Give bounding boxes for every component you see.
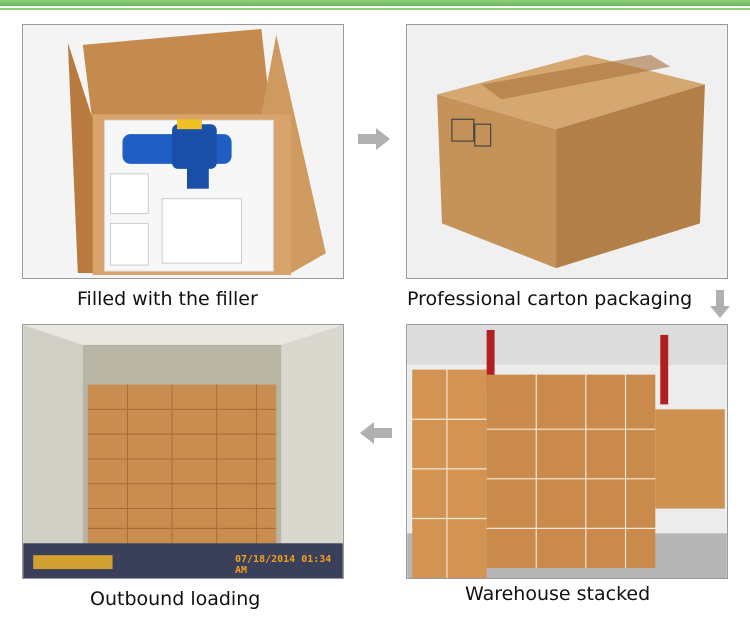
top-green-bar (0, 0, 750, 6)
timestamp: 07/18/2014 01:34 AM (235, 554, 332, 576)
container-loading-photo: 07/18/2014 01:34 AM (22, 324, 344, 579)
caption-filled: Filled with the filler (77, 288, 258, 310)
arrow-left-icon (360, 422, 392, 448)
arrow-down-icon (710, 290, 730, 322)
top-green-line (0, 8, 750, 10)
caption-warehouse: Warehouse stacked (465, 583, 651, 605)
caption-carton: Professional carton packaging (407, 288, 693, 310)
tool-in-box-photo (22, 24, 344, 279)
carton-box-photo (406, 24, 728, 279)
arrow-right-icon (358, 128, 390, 154)
warehouse-stack-photo (406, 324, 728, 579)
caption-outbound: Outbound loading (90, 588, 261, 610)
